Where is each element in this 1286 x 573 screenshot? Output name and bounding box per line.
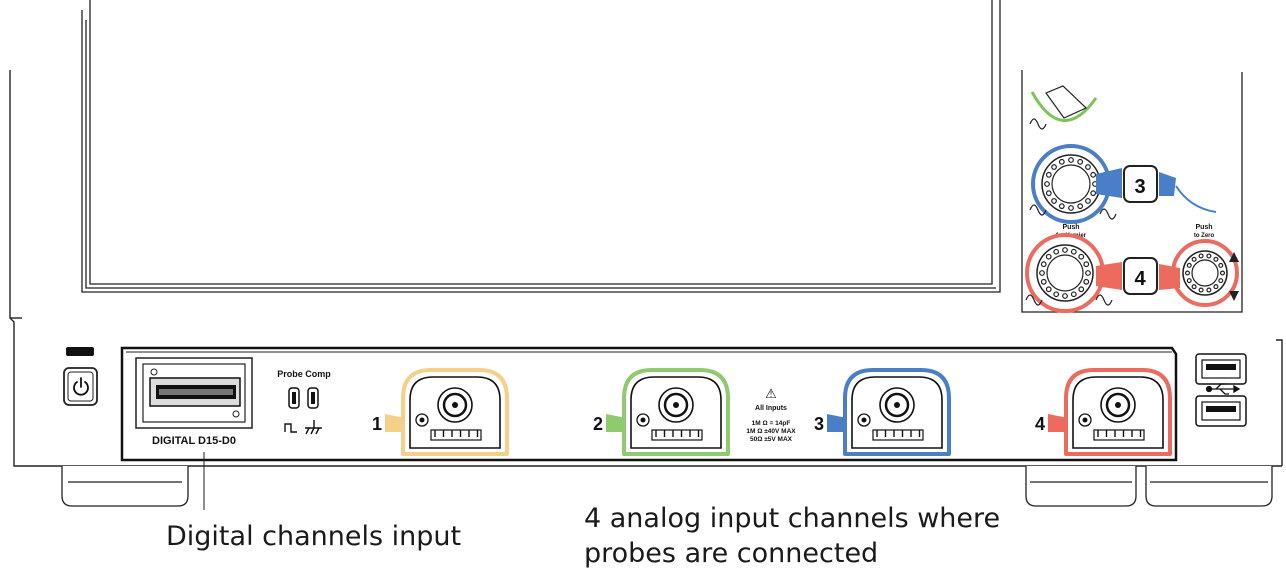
channel-4-arrow [1048, 414, 1068, 432]
usb-port-bottom[interactable] [1195, 395, 1247, 427]
digital-label: DIGITAL D15-D0 [152, 435, 236, 447]
channel-2-input[interactable] [622, 368, 730, 456]
digital-connector[interactable]: DIGITAL D15-D0 [135, 357, 253, 447]
usb-port-top[interactable] [1195, 353, 1247, 385]
channel-3-button[interactable]: 3 [1123, 165, 1158, 203]
analog-caption-line-2: probes are connected [584, 538, 878, 569]
input-specs: ⚠ All Inputs 1M Ω = 14pF 1M Ω ±40V MAX 5… [746, 386, 796, 443]
power-button[interactable] [63, 367, 98, 406]
probe-comp: Probe Comp [277, 369, 331, 435]
channel-1-input[interactable] [401, 368, 509, 456]
ground-icon [305, 420, 322, 435]
spec-line-3: 50Ω ±5V MAX [750, 436, 793, 443]
channel-1-label: 1 [372, 414, 382, 434]
down-arrow-icon [1229, 291, 1239, 301]
input-panel [120, 346, 1178, 462]
push-zero-label: Push [1195, 224, 1212, 231]
instrument-feet [61, 466, 1273, 507]
spec-line-2: 1M Ω ±40V MAX [746, 428, 796, 435]
channel-3-arrow [827, 414, 847, 432]
probe-comp-label: Probe Comp [277, 369, 331, 379]
analog-caption-line-1: 4 analog input channels where [584, 503, 1000, 534]
power-indicator [66, 347, 94, 356]
display-screen [81, 0, 1001, 293]
channel-4-scale-knob[interactable] [1025, 233, 1105, 313]
channel-3-input[interactable] [843, 368, 951, 456]
channel-4-button-label: 4 [1134, 268, 1146, 290]
channel-4-button[interactable]: 4 [1123, 257, 1158, 295]
power-icon [73, 377, 89, 396]
usb-ports [1195, 353, 1247, 427]
usb-icon [1205, 383, 1241, 395]
instrument-body [9, 70, 1283, 467]
square-wave-icon [284, 423, 297, 433]
power-area [63, 347, 98, 406]
all-inputs-label: All Inputs [755, 405, 787, 412]
channel-4-input[interactable] [1064, 368, 1172, 456]
digital-caption: Digital channels input [166, 521, 461, 552]
channel-3-button-label: 3 [1134, 176, 1145, 198]
channel-2-label: 2 [593, 414, 603, 434]
analog-channel-inputs: 1 2 3 4 [372, 368, 1172, 456]
spec-line-1: 1M Ω = 14pF [752, 420, 791, 427]
up-arrow-icon [1229, 252, 1239, 262]
channel-1-arrow [385, 414, 405, 432]
channel-2-arrow [606, 414, 626, 432]
channel-4-offset-knob[interactable] [1171, 239, 1239, 307]
control-panel: 3 Push for Vernier Push to Zero 4 [1021, 70, 1243, 313]
push-zero-sublabel: to Zero [1194, 233, 1215, 239]
warning-icon: ⚠ [765, 386, 777, 401]
channel-3-label: 3 [814, 414, 824, 434]
push-vernier-label: Push [1062, 224, 1079, 231]
channel-4-label: 4 [1035, 414, 1045, 434]
